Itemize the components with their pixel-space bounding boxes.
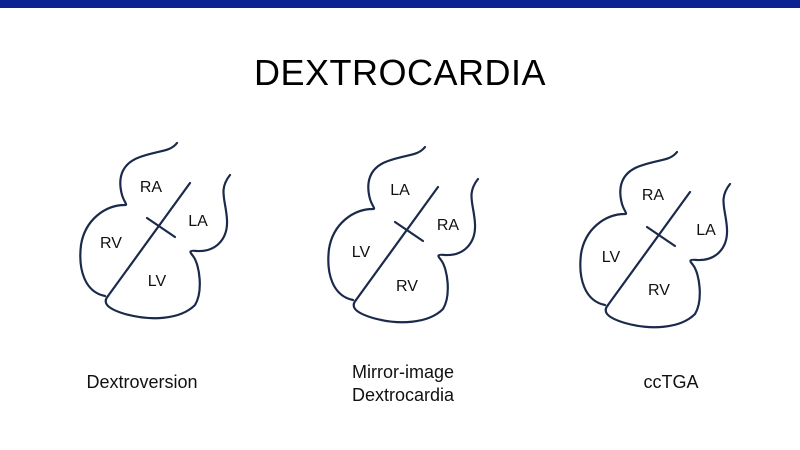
heart-outline <box>79 141 232 320</box>
chamber-label: RV <box>396 278 418 295</box>
heart-outline <box>327 145 480 324</box>
heart-cctga: RA LA LV RV <box>579 150 732 329</box>
chamber-label: RA <box>642 187 665 204</box>
caption-mirror-image: Mirror-image Dextrocardia <box>351 362 455 405</box>
chamber-label: LA <box>188 213 208 230</box>
caption-cctga: ccTGA <box>643 372 699 392</box>
chamber-label: RV <box>100 235 122 252</box>
top-accent-bar <box>0 0 800 8</box>
caption-dextroversion: Dextroversion <box>86 372 198 392</box>
chamber-label: RA <box>437 217 460 234</box>
chamber-label: LV <box>148 273 167 290</box>
chamber-label: LV <box>352 244 371 261</box>
chamber-label: LA <box>696 222 716 239</box>
chamber-label: LV <box>602 249 621 266</box>
chamber-label: RV <box>648 282 670 299</box>
slide-title: DEXTROCARDIA <box>253 52 547 93</box>
heart-outline <box>579 150 732 329</box>
chamber-label: LA <box>390 182 410 199</box>
heart-mirror-image: LA RA LV RV <box>327 145 480 324</box>
chamber-label: RA <box>140 179 163 196</box>
heart-dextroversion: RA LA RV LV <box>79 141 232 320</box>
